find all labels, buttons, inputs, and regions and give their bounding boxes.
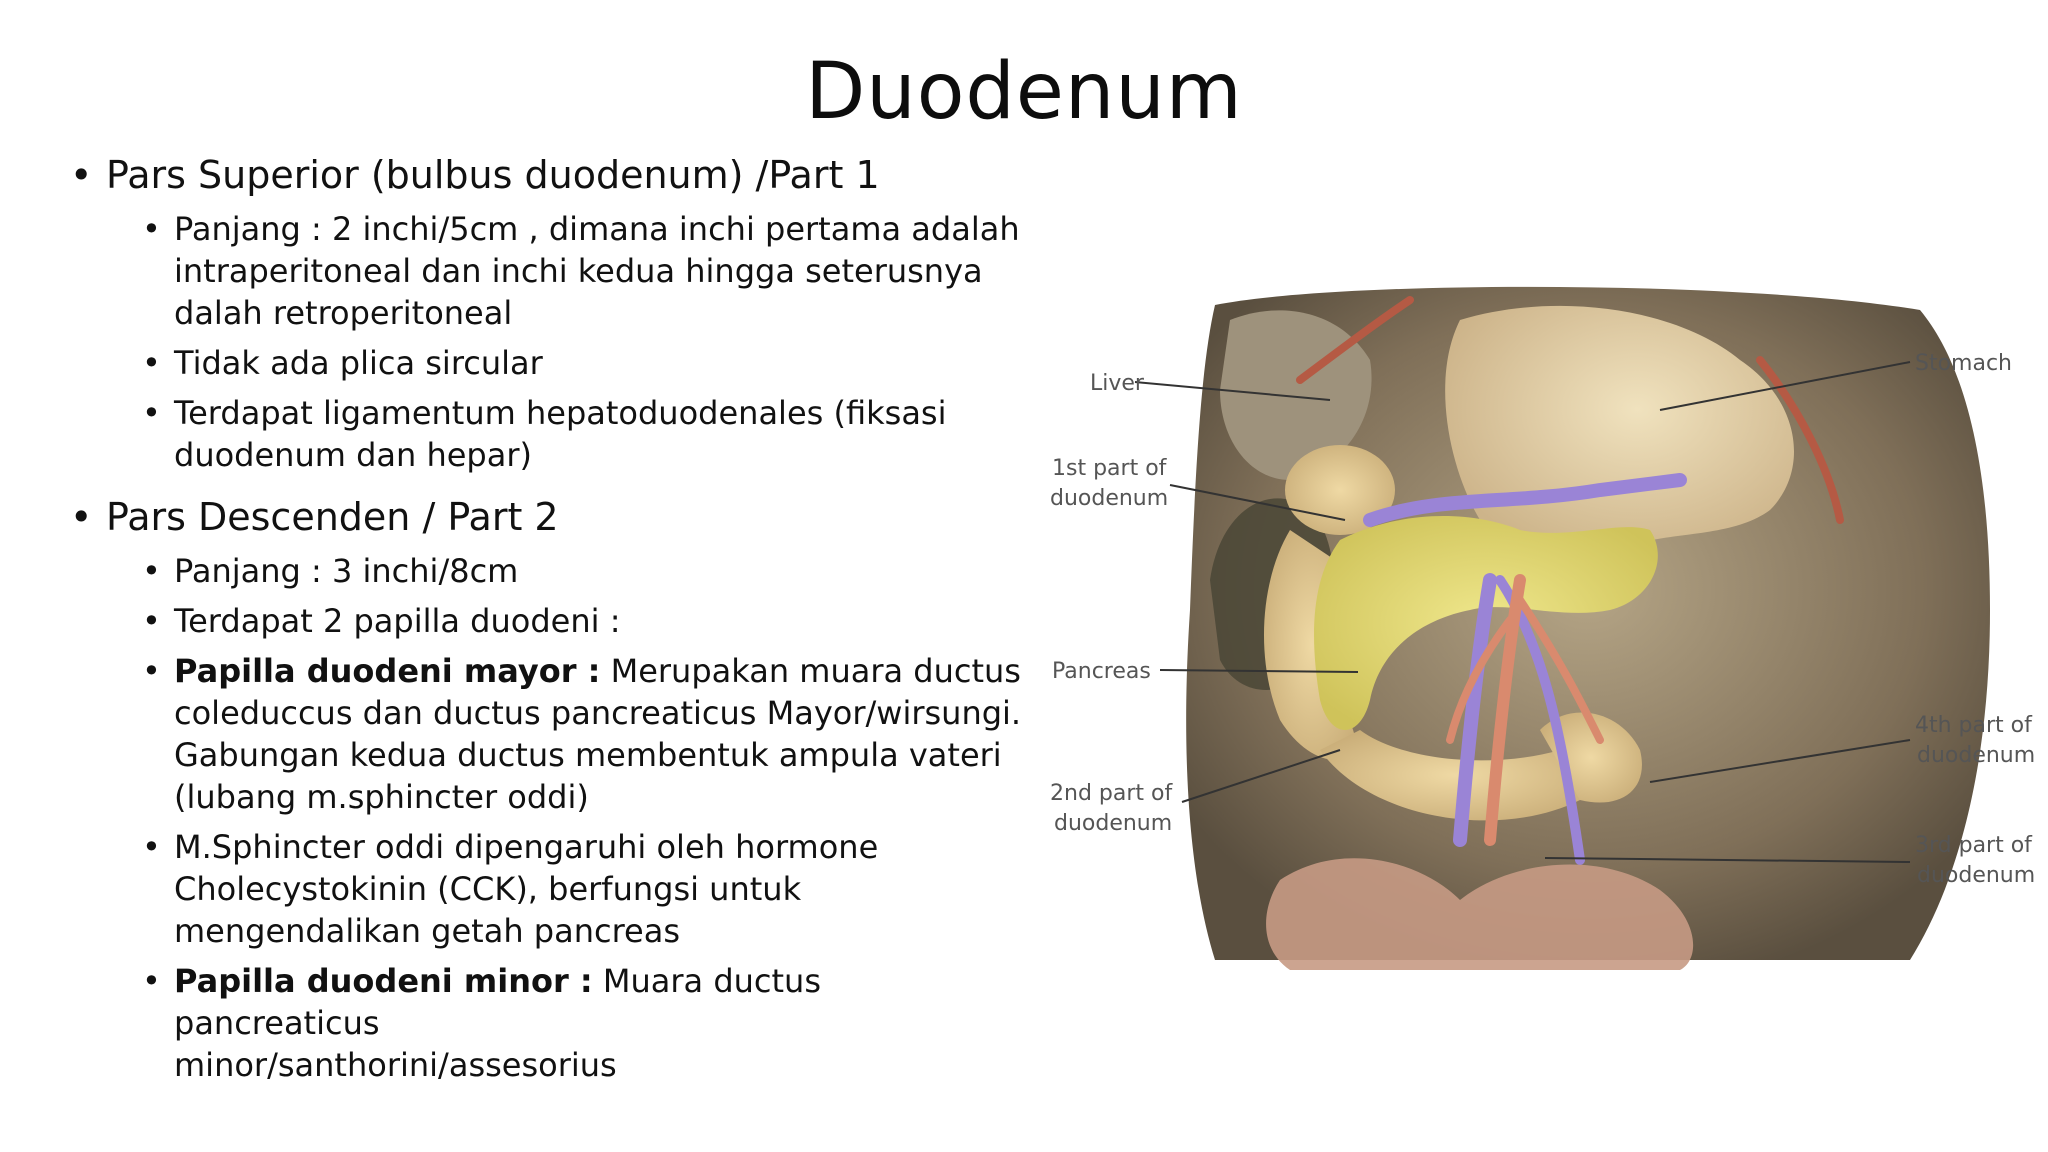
- stomach-leader-line: [1659, 361, 1911, 411]
- liver-leader-line: [1134, 381, 1331, 401]
- label-part3-line1: 3rd part of: [1915, 833, 2033, 858]
- sub-bullet-item: Papilla duodeni minor : Muara ductus pan…: [70, 960, 1030, 1086]
- slide-title: Duodenum: [805, 47, 1243, 137]
- label-part1-line2: duodenum: [1050, 486, 1168, 511]
- bullet-text-line: Gabungan kedua ductus membentuk ampula v…: [174, 736, 1002, 774]
- splenic-vein: [1363, 473, 1687, 527]
- bullet-text-line: Merupakan muara ductus: [600, 652, 1021, 690]
- gastric-artery: [1296, 296, 1414, 384]
- bullet-text-line: Terdapat ligamentum hepatoduodenales (fi…: [174, 394, 947, 432]
- superior-mesenteric-vein: [1453, 573, 1497, 847]
- sub-bullet-list: Panjang : 2 inchi/5cm , dimana inchi per…: [70, 208, 1030, 476]
- bullet-text-line: Tidak ada plica sircular: [174, 344, 543, 382]
- sub-bullet-item: Panjang : 2 inchi/5cm , dimana inchi per…: [70, 208, 1030, 334]
- label-stomach: Stomach: [1915, 351, 2012, 376]
- label-part4-line2: duodenum: [1917, 743, 2035, 768]
- bullet-text-line: dalah retroperitoneal: [174, 294, 513, 332]
- sub-bullet-item: Terdapat ligamentum hepatoduodenales (fi…: [70, 392, 1030, 476]
- anatomy-figure: Liver Stomach 1st part of duodenum Pancr…: [1040, 280, 2040, 980]
- bullet-text-line: Panjang : 3 inchi/8cm: [174, 552, 519, 590]
- label-part2-line1: 2nd part of: [1050, 781, 1173, 806]
- bullet-text-line: minor/santhorini/assesorius: [174, 1046, 617, 1084]
- sub-bullet-item: Papilla duodeni mayor : Merupakan muara …: [70, 650, 1030, 818]
- label-part4-line1: 4th part of: [1915, 713, 2033, 738]
- bullet-text-line: Muara ductus pancreaticus: [174, 962, 821, 1042]
- superior-mesenteric-artery: [1484, 574, 1526, 846]
- part1-leader-line: [1169, 484, 1346, 521]
- pancreas-organ: [1314, 516, 1658, 730]
- bullet-text-line: coleduccus dan ductus pancreaticus Mayor…: [174, 694, 1022, 732]
- artery-branch: [1446, 616, 1514, 744]
- part3-leader-line: [1544, 857, 1911, 863]
- label-liver: Liver: [1090, 371, 1145, 396]
- part2-leader-line: [1181, 749, 1341, 803]
- bullet-text-line: Terdapat 2 papilla duodeni :: [174, 602, 621, 640]
- bullet-text-line: M.Sphincter oddi dipengaruhi oleh hormon…: [174, 828, 879, 866]
- sub-bullet-item: Terdapat 2 papilla duodeni :: [70, 600, 1030, 642]
- duodenum-part4: [1540, 712, 1642, 803]
- pancreas-leader-line: [1159, 669, 1359, 673]
- gastroepiploic-artery: [1756, 356, 1844, 524]
- sub-bullet-item: Tidak ada plica sircular: [70, 342, 1030, 384]
- section-heading: Pars Descenden / Part 2: [70, 492, 1030, 542]
- label-part2-line2: duodenum: [1054, 811, 1172, 836]
- duodenum-dissection-illustration: Liver Stomach 1st part of duodenum Pancr…: [1050, 286, 2035, 970]
- bold-term: Papilla duodeni minor :: [174, 962, 593, 1000]
- part4-leader-line: [1649, 739, 1911, 783]
- duodenum-part3: [1320, 730, 1591, 821]
- bullet-text-line: intraperitoneal dan inchi kedua hingga s…: [174, 252, 983, 290]
- bullet-text-line: mengendalikan getah pancreas: [174, 912, 680, 950]
- label-part3-line2: duodenum: [1917, 863, 2035, 888]
- bullet-text-line: (lubang m.sphincter oddi): [174, 778, 589, 816]
- label-part1-line1: 1st part of: [1052, 456, 1168, 481]
- sub-bullet-list: Panjang : 3 inchi/8cmTerdapat 2 papilla …: [70, 550, 1030, 1086]
- bold-term: Papilla duodeni mayor :: [174, 652, 601, 690]
- bullet-text-line: duodenum dan hepar): [174, 436, 532, 474]
- bullet-text-line: Panjang : 2 inchi/5cm , dimana inchi per…: [174, 210, 1020, 248]
- section-heading: Pars Superior (bulbus duodenum) /Part 1: [70, 150, 1030, 200]
- bullet-content: Pars Superior (bulbus duodenum) /Part 1 P…: [70, 150, 1030, 1102]
- sub-bullet-item: Panjang : 3 inchi/8cm: [70, 550, 1030, 592]
- sub-bullet-item: M.Sphincter oddi dipengaruhi oleh hormon…: [70, 826, 1030, 952]
- intestines: [1266, 858, 1694, 970]
- artery-branch: [1516, 596, 1604, 744]
- bullet-text-line: Cholecystokinin (CCK), berfungsi untuk: [174, 870, 802, 908]
- label-pancreas: Pancreas: [1052, 659, 1151, 684]
